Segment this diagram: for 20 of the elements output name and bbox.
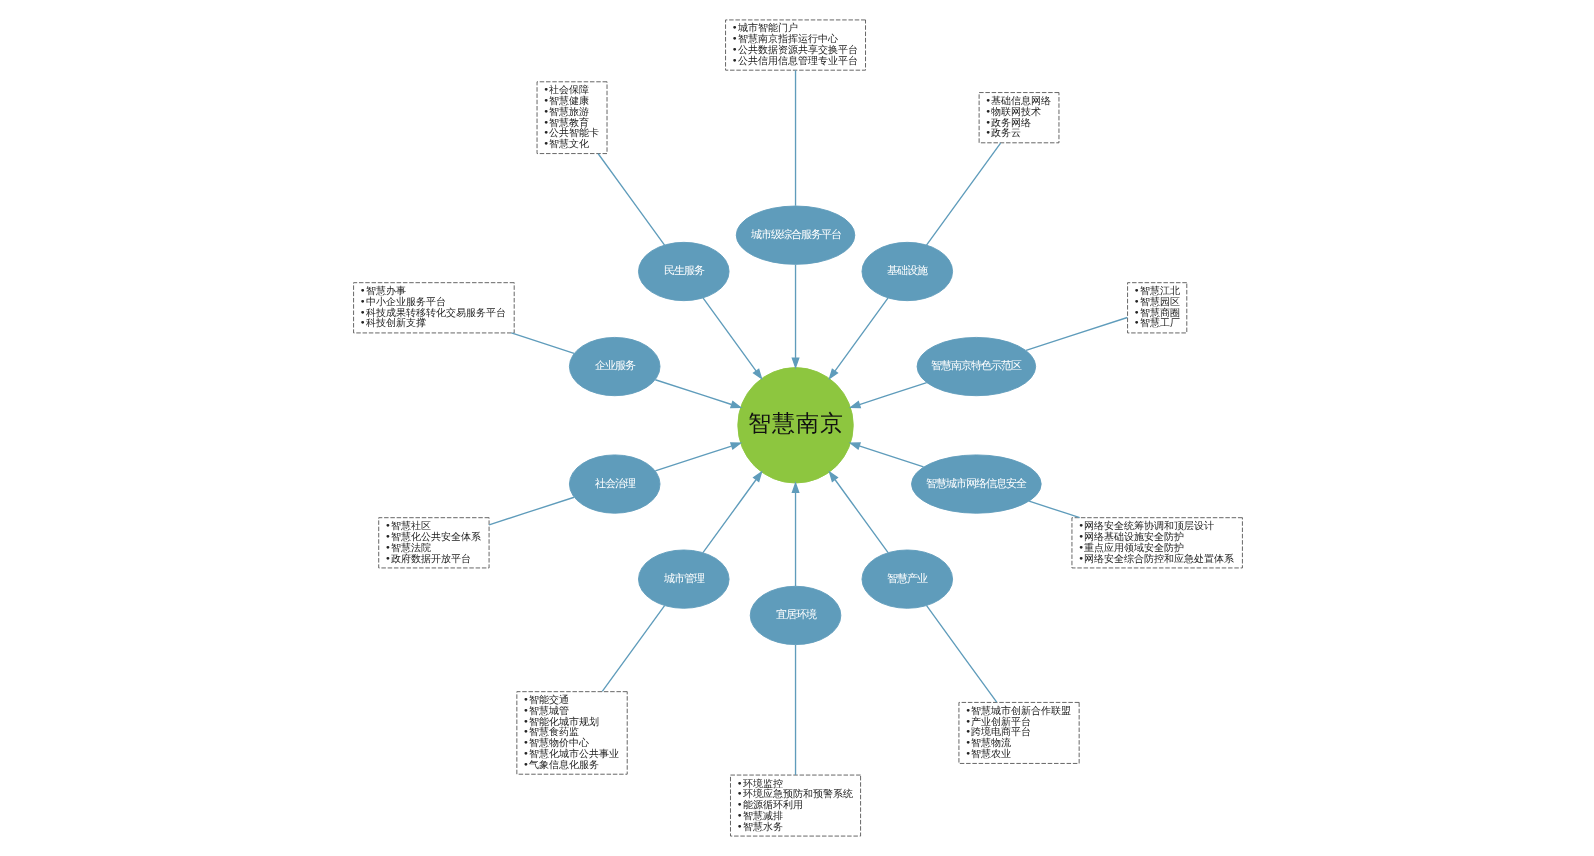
arrow (701, 470, 762, 554)
connector (793, 69, 796, 207)
arrow (827, 470, 888, 554)
connector (600, 604, 665, 692)
connector (793, 644, 796, 776)
connector (924, 142, 1001, 246)
arrow (847, 442, 924, 468)
connector (487, 496, 574, 526)
connector (924, 605, 997, 703)
arrow (827, 297, 888, 381)
arrow (653, 379, 742, 409)
connector (596, 153, 665, 246)
arrow (790, 263, 799, 370)
connector (1024, 316, 1127, 352)
arrow (701, 297, 762, 381)
arrow (790, 481, 799, 587)
arrow (847, 382, 927, 409)
connector (509, 332, 574, 354)
arrow (653, 442, 742, 472)
connector (1027, 500, 1080, 519)
